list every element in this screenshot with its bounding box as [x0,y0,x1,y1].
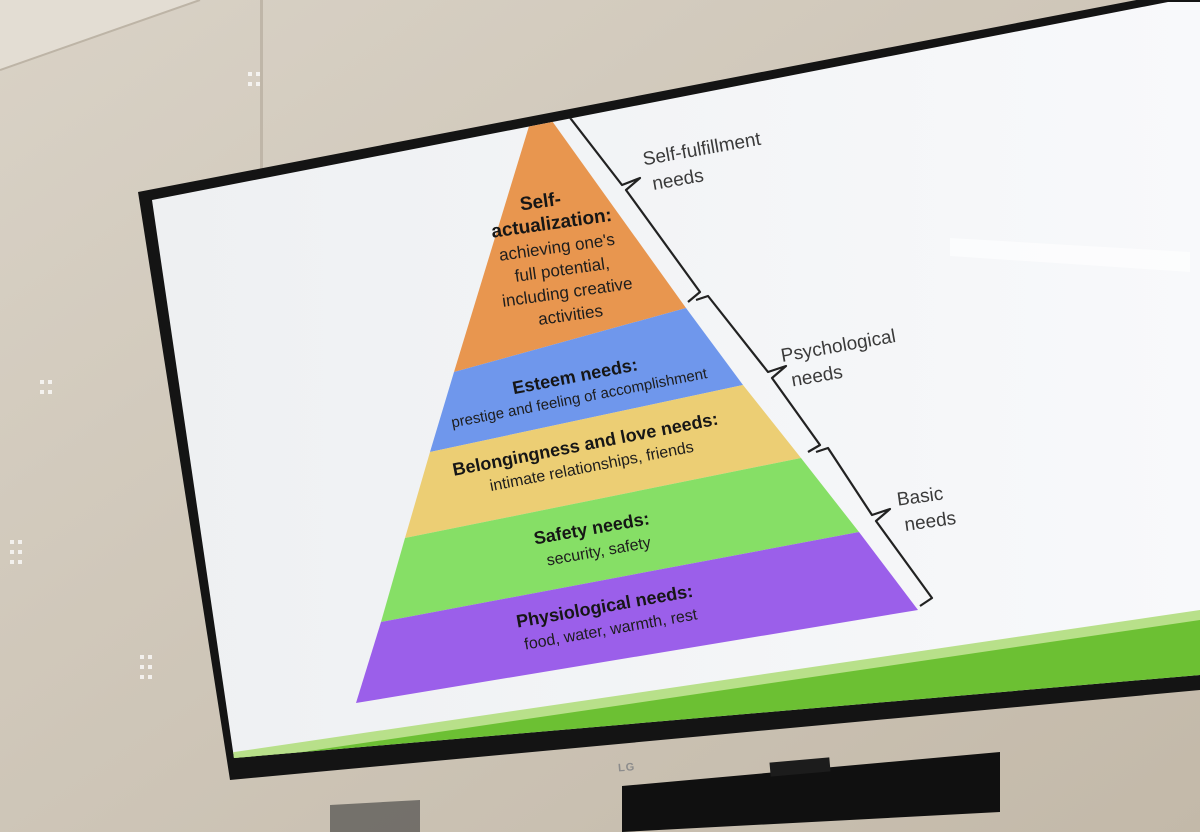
screen-glare [950,238,1190,272]
wall-panel-seam [260,0,263,170]
tv-brand-logo: LG [618,761,636,774]
pyramid-level-physiological [356,532,918,703]
pyramid-level-belongingness [405,385,801,538]
soundbar-top-device [769,757,831,777]
ceiling-seam [0,0,201,71]
pyramid-level-safety [381,458,859,622]
pyramid-level-esteem [430,308,743,452]
bracket-basic [815,446,934,607]
soundbar [622,752,1000,832]
pyramid-level-self-actualization [454,100,686,372]
bracket-psychological [695,294,822,453]
wall-mount-shadow [330,800,420,832]
wall-dots [10,72,260,679]
slide-footer-highlight [180,610,1200,758]
